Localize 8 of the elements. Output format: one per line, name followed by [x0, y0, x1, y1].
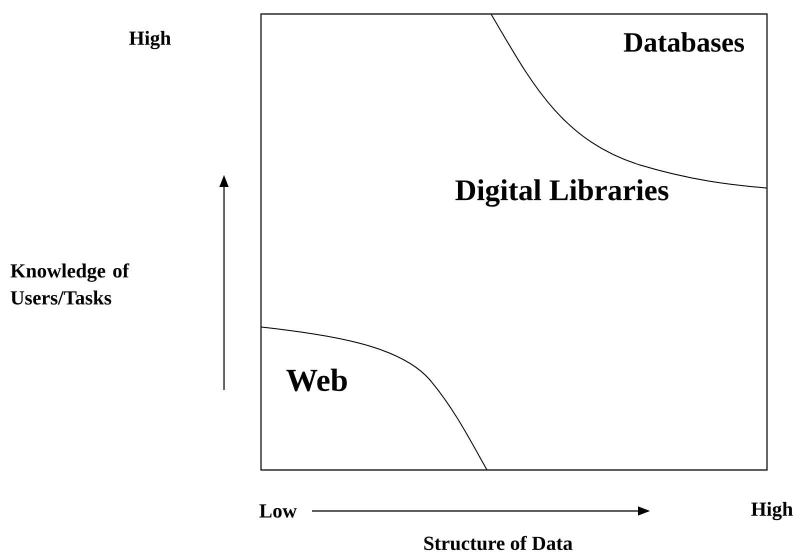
axis-label: High	[751, 502, 793, 520]
axis-label: Low	[259, 504, 297, 518]
axis-title: Knowledge of Users/Tasks	[10, 263, 130, 305]
region-label: Web	[286, 368, 347, 392]
axis-label: High	[129, 30, 171, 50]
region-label: Digital Libraries	[455, 179, 668, 207]
axis-title: Structure of Data	[424, 536, 572, 550]
region-label: Databases	[624, 32, 744, 52]
